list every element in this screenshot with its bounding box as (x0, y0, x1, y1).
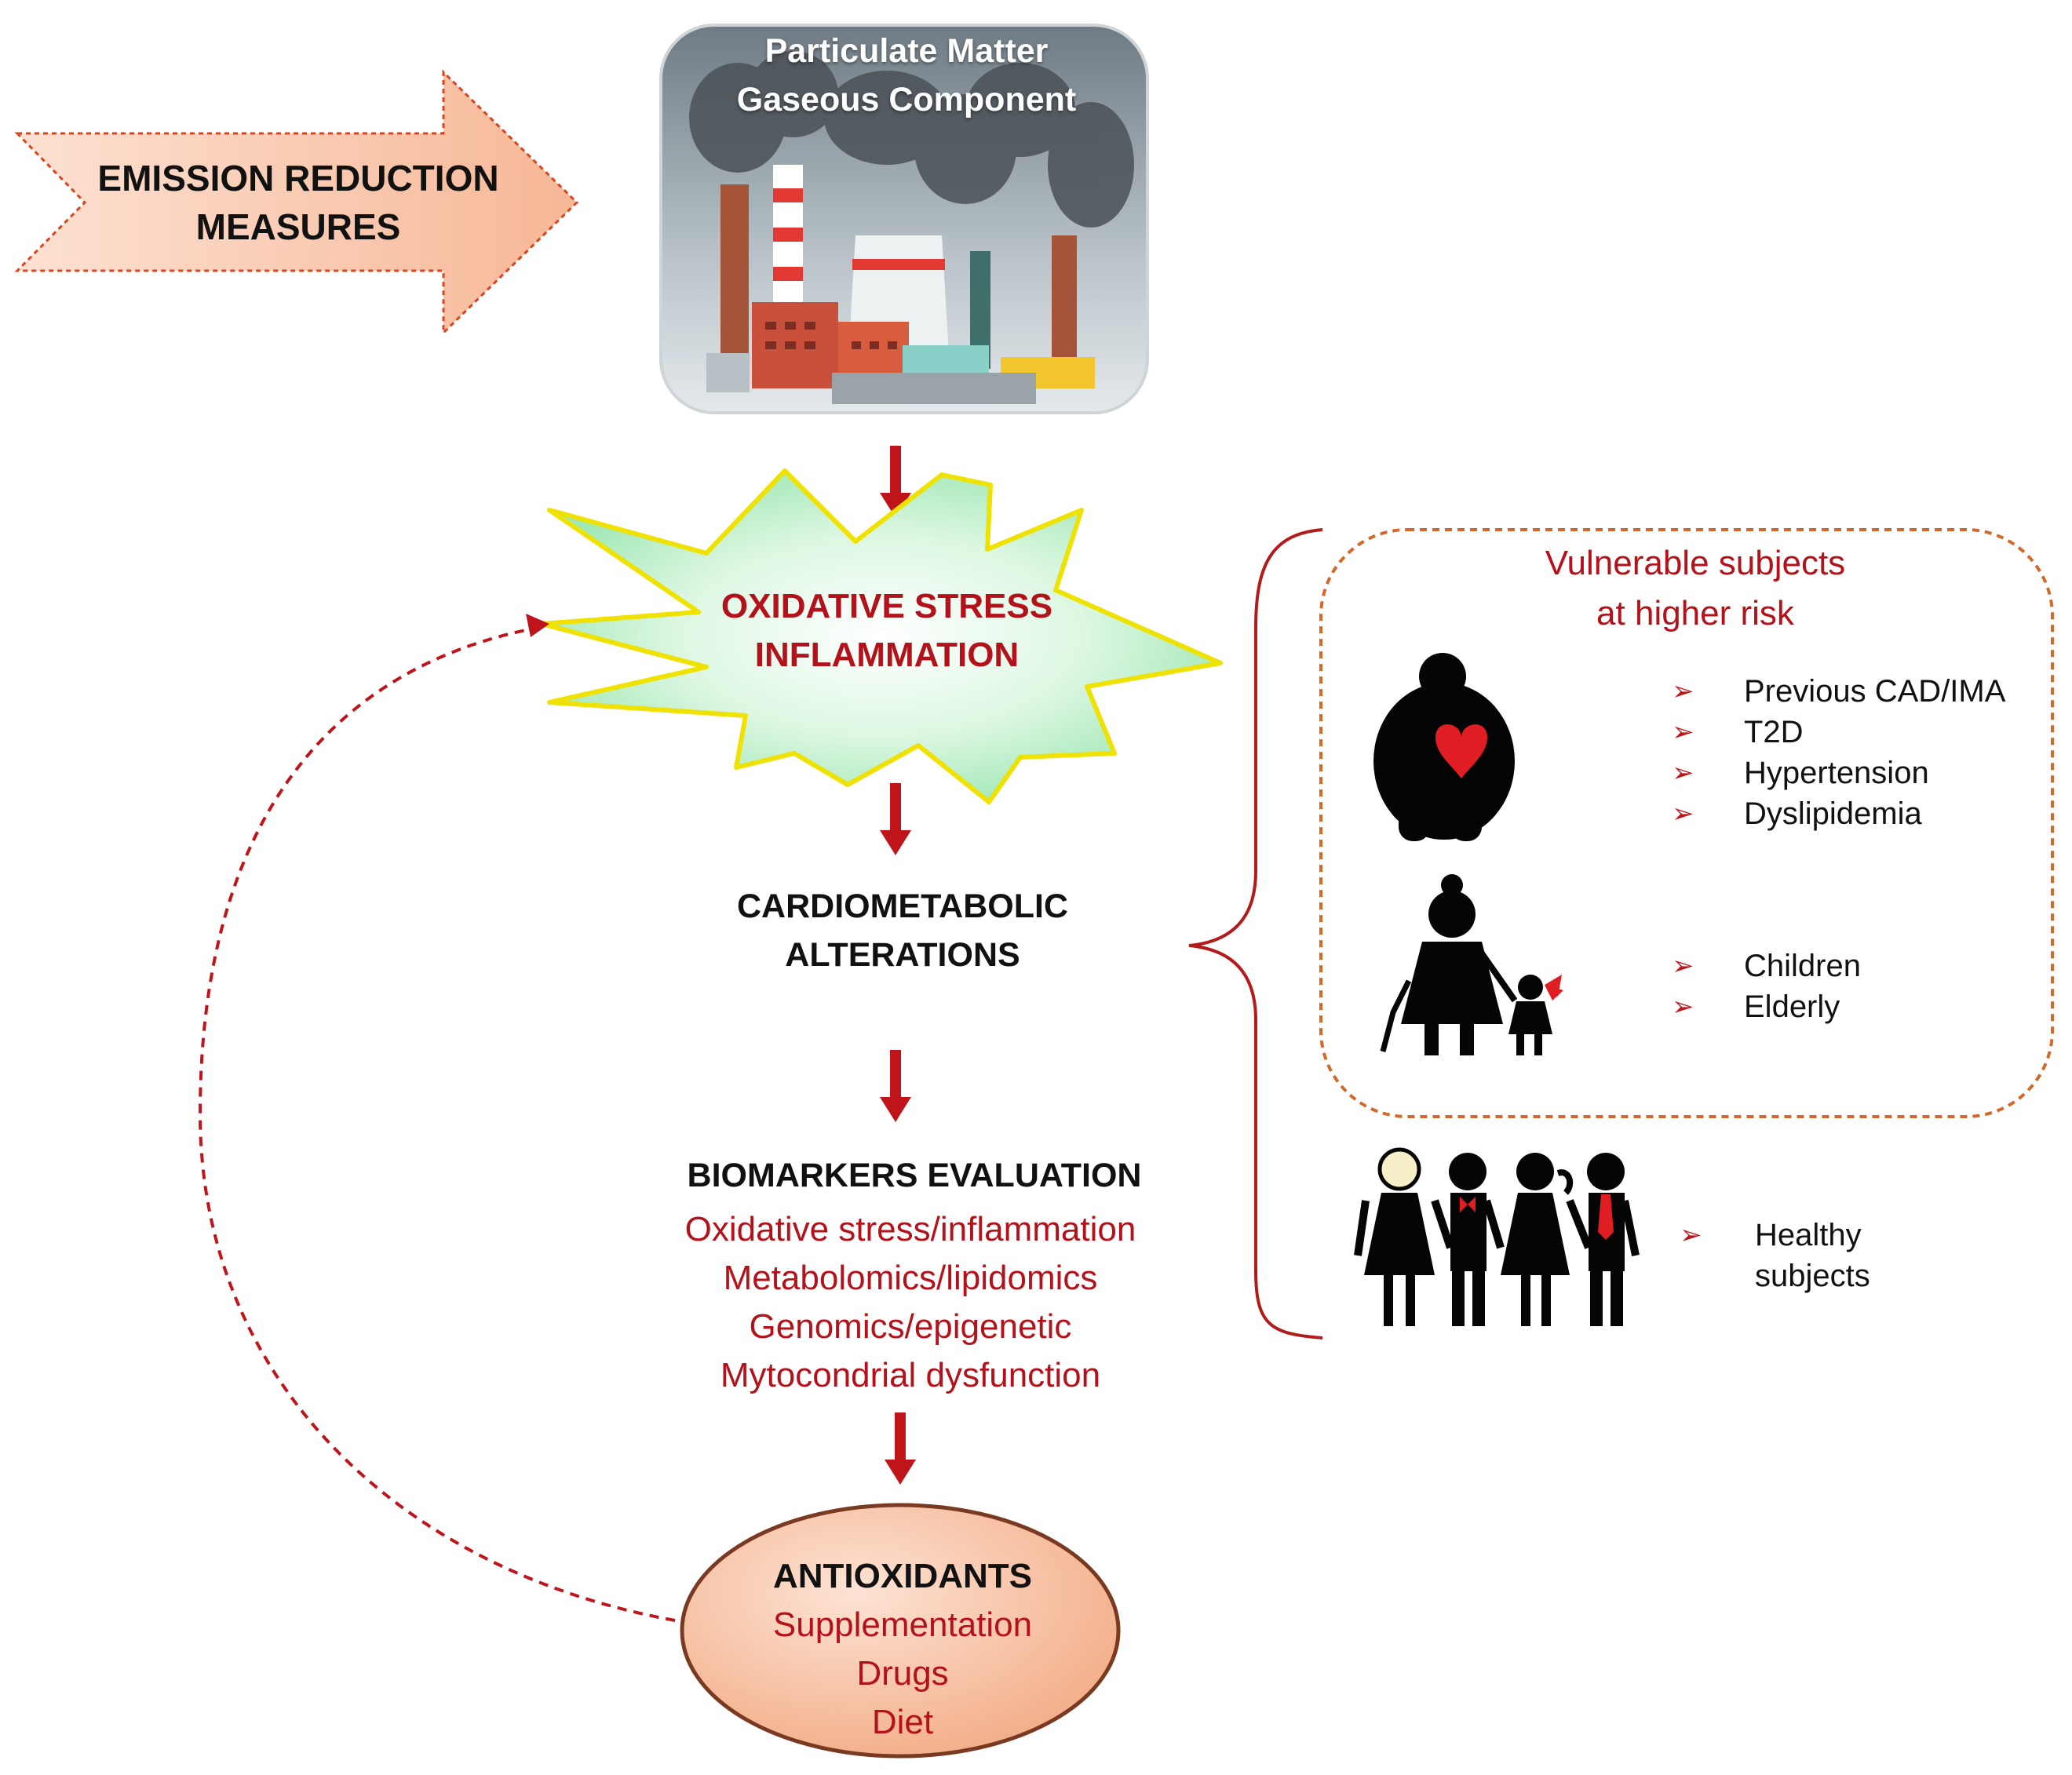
arrow-bullet-icon: ➢ (1672, 799, 1694, 829)
biomarker-item: Mytocondrial dysfunction (720, 1356, 1101, 1394)
list-item: ➢ Previous CAD/IMA (1672, 671, 2005, 712)
list-item: ➢ Elderly (1672, 986, 1861, 1027)
stress-line-2: INFLAMMATION (754, 636, 1020, 674)
stress-line-1: OXIDATIVE STRESS (720, 587, 1053, 625)
list-item: ➢ T2D (1672, 712, 2005, 753)
particulate-matter-label: Particulate Matter (764, 32, 1049, 70)
arrow-bullet-icon: ➢ (1672, 758, 1694, 788)
cardio-line-1: CARDIOMETABOLIC (736, 888, 1068, 925)
factory-icon (659, 24, 1149, 414)
biomarker-item: Genomics/epigenetic (749, 1307, 1072, 1346)
condition-label: T2D (1744, 715, 1804, 749)
emission-arrow-icon (14, 69, 579, 336)
vulnerable-line-2: at higher risk (1596, 594, 1794, 632)
group-brace (1188, 528, 1323, 1339)
biomarker-item: Oxidative stress/inflammation (684, 1210, 1136, 1248)
arrow-bullet-icon: ➢ (1672, 992, 1694, 1022)
flow-arrow-1 (880, 446, 911, 518)
biomarker-item: Metabolomics/lipidomics (723, 1259, 1098, 1297)
flow-arrow-4 (885, 1412, 916, 1485)
list-item: ➢ Dyslipidemia (1672, 793, 2005, 834)
antioxidant-item: Diet (871, 1703, 934, 1741)
antioxidants-items: Supplementation Drugs Diet (691, 1601, 1114, 1747)
grandmother-child-icon (1380, 874, 1552, 1055)
antioxidants-text: ANTIOXIDANTS Supplementation Drugs Diet (691, 1552, 1114, 1747)
healthy-line-1: Healthy (1755, 1218, 1862, 1252)
arrow-bullet-icon: ➢ (1680, 1220, 1702, 1250)
feedback-loop-arrow (198, 614, 676, 1622)
arrow-bullet-icon: ➢ (1672, 717, 1694, 747)
healthy-subjects: ➢ Healthy subjects (1680, 1215, 1870, 1296)
vulnerable-title: Vulnerable subjects at higher risk (1452, 538, 1939, 639)
heart-icon (1435, 724, 1487, 778)
emission-line-2: MEASURES (195, 206, 401, 247)
antioxidant-item: Supplementation (772, 1606, 1033, 1644)
arrow-bullet-icon: ➢ (1672, 676, 1694, 706)
flow-arrow-3 (880, 1050, 911, 1122)
emission-reduction-label: EMISSION REDUCTION MEASURES (86, 154, 510, 251)
antioxidant-item: Drugs (856, 1654, 949, 1693)
antioxidants-title: ANTIOXIDANTS (773, 1557, 1032, 1595)
healthy-label: Healthy subjects (1755, 1215, 1870, 1296)
oxidative-stress-label: OXIDATIVE STRESS INFLAMMATION (691, 582, 1083, 680)
age-group-label: Children (1744, 949, 1861, 983)
child-bow-icon (1545, 975, 1563, 1000)
starburst-icon (539, 468, 1223, 804)
obese-person-icon (1373, 653, 1515, 841)
flow-arrow-2 (880, 783, 911, 855)
antioxidants-ellipse (680, 1503, 1121, 1759)
arrow-bullet-icon: ➢ (1672, 951, 1694, 981)
list-item: ➢ Children (1672, 946, 1861, 986)
family-icon (1354, 1147, 1640, 1326)
age-groups-list: ➢ Children ➢ Elderly (1672, 946, 1861, 1027)
list-item: ➢ Hypertension (1672, 753, 2005, 793)
condition-label: Hypertension (1744, 756, 1929, 790)
gaseous-component-label: Gaseous Component (736, 81, 1077, 118)
age-group-label: Elderly (1744, 990, 1840, 1024)
healthy-line-2: subjects (1755, 1259, 1870, 1293)
condition-label: Dyslipidemia (1744, 796, 1922, 831)
biomarkers-title: BIOMARKERS EVALUATION (687, 1157, 1142, 1194)
pollution-labels: Particulate Matter Gaseous Component (663, 27, 1150, 124)
cardiometabolic-label: CARDIOMETABOLIC ALTERATIONS (691, 882, 1114, 979)
biomarkers-list: Oxidative stress/inflammation Metabolomi… (612, 1205, 1209, 1400)
vulnerable-line-1: Vulnerable subjects (1545, 544, 1846, 582)
emission-line-1: EMISSION REDUCTION (97, 158, 499, 199)
family-accents-icon (1460, 1169, 1614, 1240)
condition-label: Previous CAD/IMA (1744, 674, 2006, 709)
cardio-line-2: ALTERATIONS (785, 936, 1020, 974)
conditions-list: ➢ Previous CAD/IMA ➢ T2D ➢ Hypertension ➢ Dy… (1672, 671, 2005, 834)
vulnerable-box (1319, 528, 2054, 1118)
